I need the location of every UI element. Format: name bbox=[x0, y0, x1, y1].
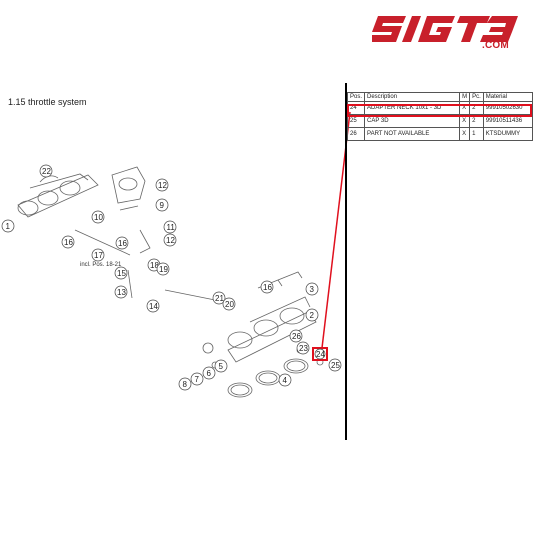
label-19: 19 bbox=[156, 262, 170, 276]
label-2: 2 bbox=[305, 308, 319, 322]
label-26: 26 bbox=[289, 329, 303, 343]
svg-text:12: 12 bbox=[158, 181, 167, 190]
row-highlight-box bbox=[347, 104, 532, 117]
svg-text:26: 26 bbox=[292, 332, 301, 341]
header-description: Description bbox=[364, 92, 461, 102]
label-24-highlighted: 24 bbox=[312, 347, 328, 361]
label-11: 11 bbox=[163, 220, 177, 234]
svg-text:1: 1 bbox=[6, 222, 11, 231]
table-header-row: Pos. Description M Pc. Material bbox=[346, 92, 533, 102]
label-1: 1 bbox=[1, 219, 15, 233]
header-pc: Pc. bbox=[469, 92, 484, 102]
label-5: 5 bbox=[214, 359, 228, 373]
cell-material: KTSDUMMY bbox=[482, 127, 533, 141]
svg-text:21: 21 bbox=[215, 294, 224, 303]
svg-text:17: 17 bbox=[94, 251, 103, 260]
svg-text:6: 6 bbox=[207, 369, 212, 378]
label-12a: 12 bbox=[155, 178, 169, 192]
label-17: 17 bbox=[91, 248, 105, 262]
sigt3-logo[interactable] bbox=[372, 10, 522, 50]
svg-text:22: 22 bbox=[42, 167, 51, 176]
label-16b: 16 bbox=[115, 236, 129, 250]
header-m: M bbox=[459, 92, 471, 102]
label-3: 3 bbox=[305, 282, 319, 296]
svg-text:3: 3 bbox=[310, 285, 315, 294]
svg-text:5: 5 bbox=[219, 362, 224, 371]
label-23: 23 bbox=[296, 341, 310, 355]
svg-text:16: 16 bbox=[64, 238, 73, 247]
label-9: 9 bbox=[155, 198, 169, 212]
svg-text:24: 24 bbox=[316, 350, 325, 359]
label-10: 10 bbox=[91, 210, 105, 224]
label-4: 4 bbox=[278, 373, 292, 387]
label-25: 25 bbox=[328, 358, 342, 372]
svg-text:10: 10 bbox=[94, 213, 103, 222]
svg-text:4: 4 bbox=[283, 376, 288, 385]
cell-description: PART NOT AVAILABLE bbox=[364, 127, 461, 141]
svg-text:16: 16 bbox=[263, 283, 272, 292]
svg-text:16: 16 bbox=[118, 239, 127, 248]
svg-text:13: 13 bbox=[117, 288, 126, 297]
label-13: 13 bbox=[114, 285, 128, 299]
header-material: Material bbox=[482, 92, 533, 102]
separator-line bbox=[345, 83, 347, 440]
cell-m: X bbox=[459, 127, 471, 141]
label-8: 8 bbox=[178, 377, 192, 391]
label-20: 20 bbox=[222, 297, 236, 311]
label-6: 6 bbox=[202, 366, 216, 380]
svg-text:12: 12 bbox=[166, 236, 175, 245]
throttle-system-diagram: 22 1 12 9 10 11 12 16 16 17 18 19 15 13 … bbox=[1, 164, 342, 398]
svg-text:20: 20 bbox=[225, 300, 234, 309]
svg-text:14: 14 bbox=[149, 302, 158, 311]
logo-domain: .COM bbox=[482, 40, 509, 51]
svg-text:15: 15 bbox=[117, 269, 126, 278]
label-12b: 12 bbox=[163, 233, 177, 247]
section-title: 1.15 throttle system bbox=[8, 97, 87, 107]
svg-text:11: 11 bbox=[167, 223, 176, 232]
svg-text:7: 7 bbox=[195, 375, 200, 384]
header-pos: Pos. bbox=[346, 92, 366, 102]
label-16a: 16 bbox=[61, 235, 75, 249]
table-row[interactable]: 26 PART NOT AVAILABLE X 1 KTSDUMMY bbox=[346, 127, 533, 141]
incl-note: incl. Pos. 18-21 bbox=[80, 262, 122, 268]
label-14: 14 bbox=[146, 299, 160, 313]
label-7: 7 bbox=[190, 372, 204, 386]
cell-pc: 1 bbox=[469, 127, 484, 141]
svg-text:18: 18 bbox=[150, 261, 159, 270]
cell-pos: 26 bbox=[346, 127, 366, 141]
svg-text:9: 9 bbox=[160, 201, 165, 210]
label-15: 15 bbox=[114, 266, 128, 280]
svg-text:2: 2 bbox=[310, 311, 315, 320]
svg-text:8: 8 bbox=[183, 380, 188, 389]
svg-text:19: 19 bbox=[159, 265, 168, 274]
svg-text:23: 23 bbox=[299, 344, 308, 353]
label-16c: 16 bbox=[260, 280, 274, 294]
svg-text:25: 25 bbox=[331, 361, 340, 370]
label-21: 21 bbox=[212, 291, 226, 305]
label-22: 22 bbox=[39, 164, 53, 178]
